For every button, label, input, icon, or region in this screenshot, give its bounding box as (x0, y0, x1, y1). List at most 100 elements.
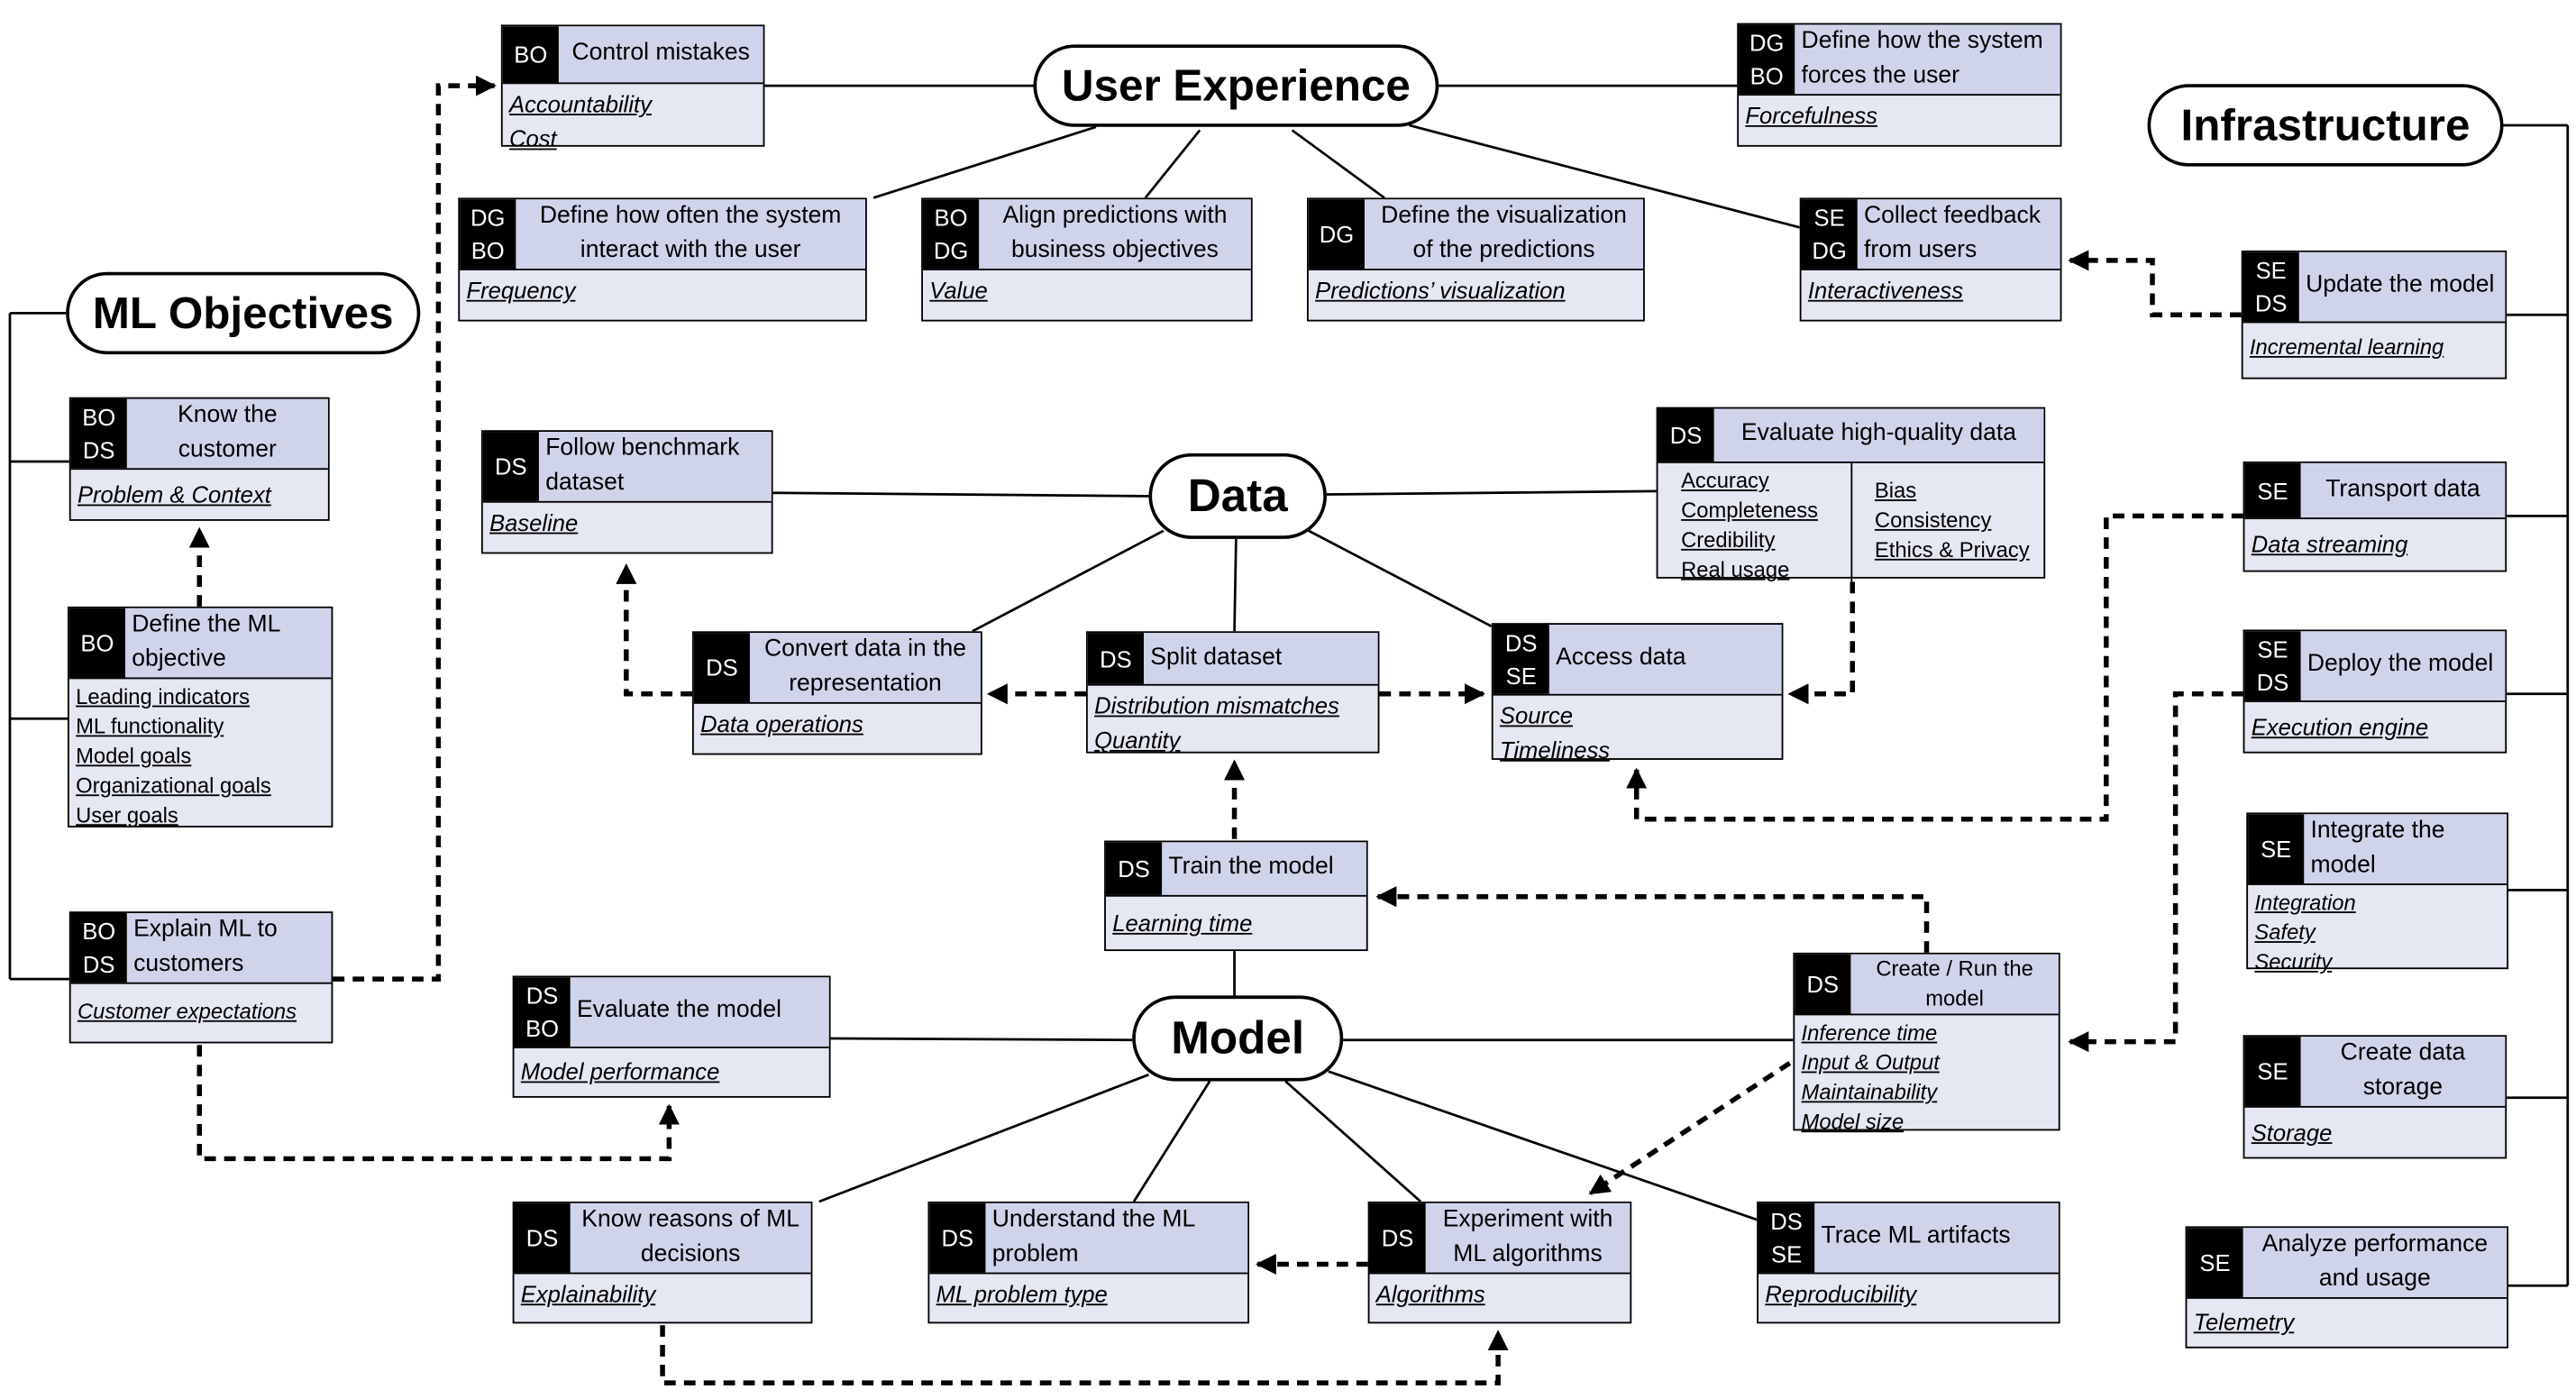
node-item: Cost (509, 124, 557, 152)
node-items: Value (923, 270, 1251, 312)
hub-model: Model (1132, 995, 1344, 1082)
role-tag: BO (82, 919, 116, 946)
node-item: Forcefulness (1745, 102, 1877, 129)
node-item: Timeliness (1499, 736, 1611, 764)
node-item: Data operations (700, 710, 863, 737)
node-title: Align predictions with business objectiv… (1002, 202, 1228, 264)
node-title: Understand the ML problem (991, 1206, 1195, 1268)
node-item: Execution engine (2251, 713, 2429, 740)
node-title: Collect feedback from users (1864, 202, 2042, 264)
node-item: Data streaming (2251, 530, 2408, 558)
role-tags: DG (1308, 199, 1365, 270)
role-tags: BO DG (922, 199, 980, 270)
criterion: Consistency (1874, 507, 1992, 533)
role-tags: DS (514, 1202, 571, 1273)
node-item: Predictions’ visualization (1315, 277, 1566, 304)
role-tags: DS (929, 1202, 986, 1273)
role-tag: BO (934, 205, 968, 232)
node-item: Model goals (76, 743, 192, 769)
role-tag: DS (1770, 1208, 1803, 1236)
node-items: Interactiveness (1802, 270, 2060, 312)
node-items: Data operations (694, 704, 981, 745)
role-tags: DS (693, 633, 750, 702)
role-tag: SE (2199, 1249, 2231, 1276)
node-item: Source (1499, 701, 1574, 729)
node-items: Data streaming (2244, 519, 2505, 565)
node-item: Problem & Context (77, 480, 271, 508)
node-title: Access data (1556, 645, 1686, 672)
role-tags: DS (1369, 1202, 1426, 1273)
node-item: Model performance (520, 1057, 720, 1085)
node-item: Inference time (1801, 1020, 1938, 1046)
hub-data: Data (1148, 453, 1327, 539)
node-explain-ml: BO DS Explain ML to customers Customer exp… (69, 911, 333, 1044)
node-items: Reproducibility (1758, 1274, 2059, 1315)
role-tag: DS (2256, 668, 2289, 695)
node-title: Split dataset (1150, 644, 1283, 672)
role-tag: BO (470, 236, 505, 263)
role-tag: DS (82, 950, 115, 977)
node-title: Explain ML to customers (133, 916, 278, 978)
role-tag: BO (82, 404, 116, 431)
role-tags: DS SE (1758, 1202, 1815, 1273)
node-title: Know the customer (178, 402, 278, 463)
node-title: Trace ML artifacts (1821, 1223, 2011, 1250)
role-tags: SE (2244, 1037, 2301, 1106)
node-items: Explainability (514, 1274, 810, 1315)
role-tags: SE (2248, 814, 2305, 884)
node-item: ML functionality (76, 713, 224, 739)
criterion: Completeness (1681, 498, 1819, 523)
role-tag: DS (1669, 422, 1703, 449)
node-item: Interactiveness (1807, 277, 1964, 304)
node-title: Define how often the system interact wit… (539, 202, 842, 264)
role-tag: BO (514, 41, 548, 68)
role-tag: SE (1771, 1240, 1803, 1267)
node-item: Integration (2254, 890, 2356, 915)
role-tag: DS (1806, 970, 1840, 998)
node-item: Quantity (1094, 727, 1181, 754)
node-item: Security (2254, 949, 2333, 974)
node-item: Customer expectations (77, 999, 297, 1024)
criterion: Ethics & Privacy (1874, 537, 2030, 562)
node-item: Frequency (466, 277, 576, 304)
role-tags: BO DS (70, 912, 127, 983)
role-tags: DS (1105, 842, 1163, 895)
dashed-connectors (188, 75, 2243, 1385)
role-tag: DG (933, 236, 969, 263)
node-items: Telemetry (2187, 1299, 2507, 1343)
node-title: Integrate the model (2310, 817, 2445, 879)
node-trace: DS SE Trace ML artifacts Reproducibility (1757, 1201, 2060, 1324)
role-tag: DG (1812, 236, 1847, 263)
node-items: Execution engine (2244, 702, 2505, 748)
node-title: Follow benchmark dataset (545, 434, 740, 497)
role-tag: DS (2254, 289, 2288, 316)
criterion: Credibility (1681, 527, 1776, 553)
node-title: Transport data (2325, 476, 2480, 503)
role-tag: DS (1504, 630, 1538, 657)
node-title: Create / Run the model (1876, 956, 2033, 1010)
node-title: Evaluate high-quality data (1740, 421, 2017, 448)
role-tag: BO (525, 1014, 560, 1041)
node-item: Distribution mismatches (1094, 691, 1339, 719)
